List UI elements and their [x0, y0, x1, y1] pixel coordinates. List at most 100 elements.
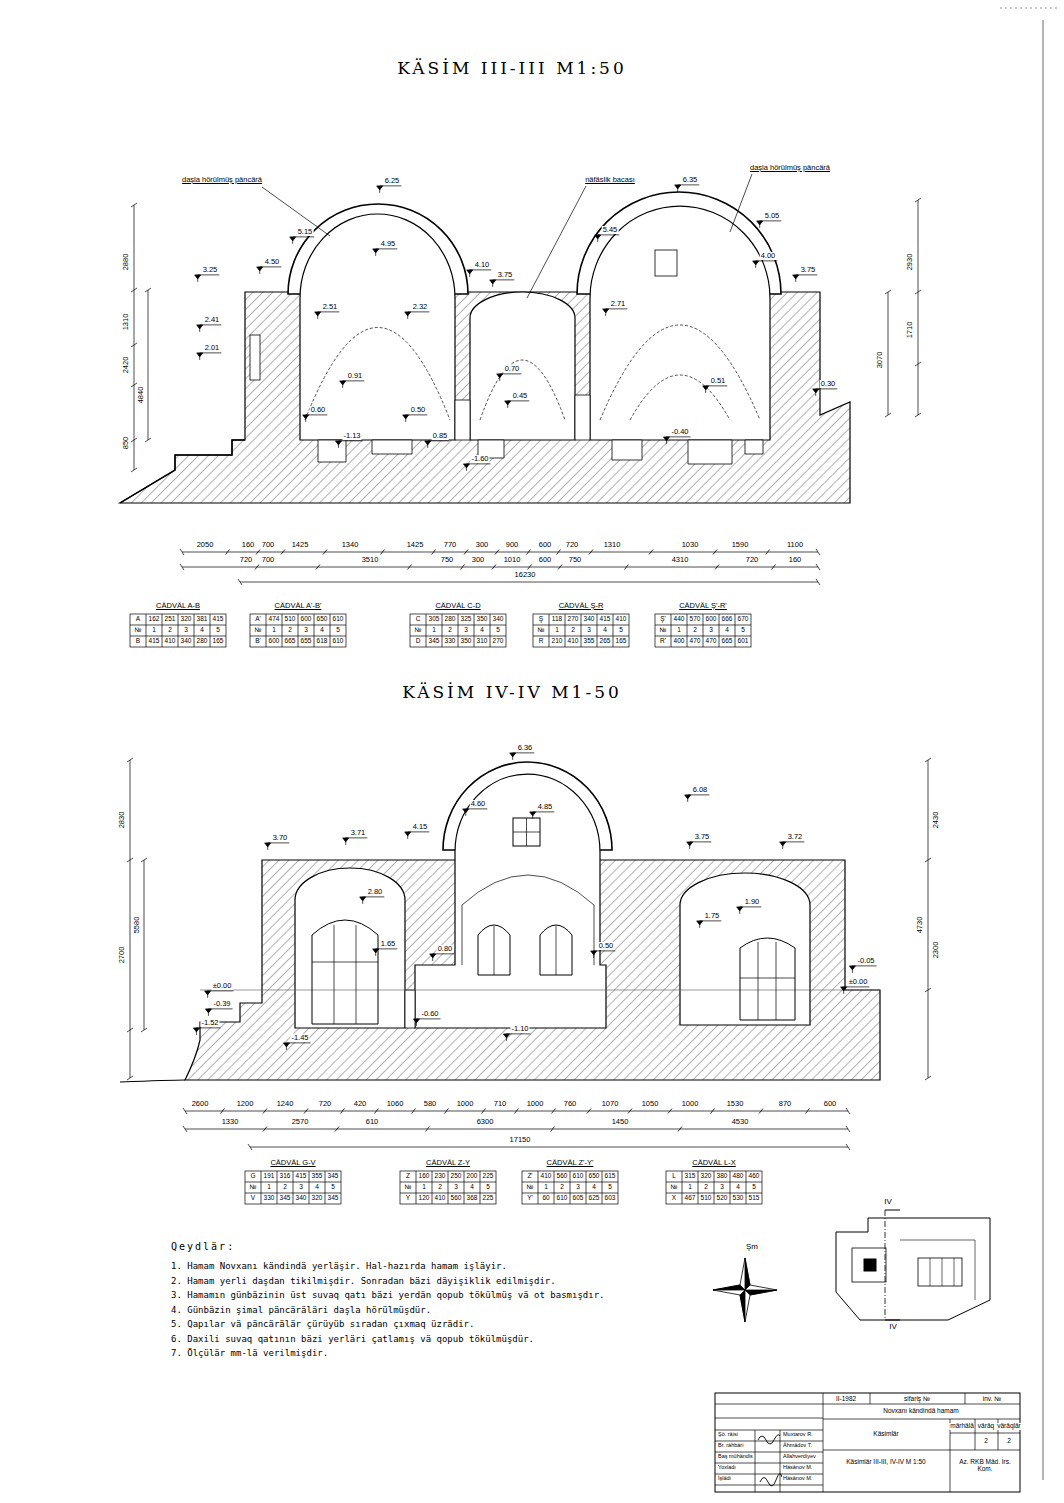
table-cell: 251 [164, 616, 177, 623]
elevation-symbol [405, 832, 411, 836]
table-cell: 118 [551, 616, 563, 623]
elevation-mark: ±0.00 [848, 978, 869, 986]
dimension-tick [304, 1109, 308, 1114]
table-cell: № [134, 627, 143, 634]
table-cell: 415 [148, 638, 161, 645]
dimension: 2300 [932, 941, 940, 960]
dimension: 720 [745, 556, 760, 564]
table-cell: 5 [330, 1184, 336, 1191]
dimension-tick [806, 1109, 810, 1114]
table-grid [130, 614, 762, 1204]
north-arrow [713, 1258, 777, 1322]
elevation-mark: 5.05 [764, 212, 781, 220]
table-cell: X [671, 1195, 677, 1202]
table-cell: D [415, 638, 422, 645]
table-grid [277, 1171, 278, 1204]
elevation-mark: 3.75 [694, 833, 711, 841]
table-cell: 1 [421, 1184, 427, 1191]
table-cell: 3 [298, 1184, 304, 1191]
elevation-symbol [373, 949, 379, 953]
note-line: 3. Hamamın günbäzinin üst suvaq qatı bäz… [170, 1291, 605, 1300]
title-block-text: väräq [977, 1423, 995, 1430]
elevation-symbol [463, 464, 469, 468]
table-cell: 3 [719, 1184, 725, 1191]
table-cell: 350 [476, 616, 489, 623]
elevation-symbol [463, 809, 469, 813]
key-plan [918, 1258, 962, 1286]
table-cell: 345 [327, 1195, 340, 1202]
dimension-tick [464, 550, 468, 555]
dimension: 1590 [731, 541, 750, 549]
table-grid [671, 614, 672, 647]
dimension-line [131, 198, 921, 472]
elevation-mark: 4.10 [474, 261, 491, 269]
table-grid [330, 614, 331, 647]
dimension: 5580 [133, 916, 141, 935]
dimension: 2050 [196, 541, 215, 549]
dimension: 2570 [291, 1118, 310, 1126]
section-iv-drawing [513, 818, 540, 846]
table-grid [474, 614, 475, 647]
section-iv-drawing [513, 818, 540, 846]
table-grid [416, 1171, 417, 1204]
dimension: 710 [493, 1100, 508, 1108]
table-grid [250, 614, 346, 647]
dimension: 4310 [671, 556, 690, 564]
dimension-tick [551, 1127, 555, 1132]
elevation-mark: 3.25 [202, 266, 219, 274]
dimension-line [182, 552, 818, 582]
table-cell: Y [405, 1195, 411, 1202]
dimension-tick [589, 550, 593, 555]
table-grid [325, 1171, 326, 1204]
elevation-symbol [753, 261, 759, 265]
table-cell: 340 [492, 616, 505, 623]
section-iv-drawing [200, 990, 880, 991]
table-cell: 610 [572, 1173, 585, 1180]
elevation-mark: 0.85 [432, 432, 449, 440]
elevation-mark: 1.65 [380, 940, 397, 948]
title-block-text: väräqlär [996, 1423, 1021, 1430]
dimension: 2930 [906, 253, 914, 272]
table-cell: 5 [495, 627, 501, 634]
elevation-symbol [813, 389, 819, 393]
table-grid [178, 614, 179, 647]
table-cell: 368 [466, 1195, 479, 1202]
table-title: CÄDVÄL Z'-Y' [546, 1159, 595, 1167]
dimension: 600 [538, 541, 553, 549]
dimension-tick [444, 1109, 448, 1114]
table-cell: 4 [314, 1184, 320, 1191]
dimension: 750 [568, 556, 583, 564]
table-cell: 280 [196, 638, 209, 645]
dimension-tick [711, 1109, 715, 1114]
note-line: 7. Ölçülär mm-lä verilmişdir. [170, 1349, 329, 1358]
table-cell: 610 [556, 1195, 569, 1202]
dimension: 4730 [916, 916, 924, 935]
title-block-role: Şö. räisi [717, 1432, 739, 1438]
table-grid [549, 614, 550, 647]
title-block [715, 1393, 1020, 1492]
elevation-mark: 3.75 [497, 271, 514, 279]
table-grid [314, 614, 315, 647]
table-grid [565, 614, 566, 647]
callout-label: daşla hörülmüş päncärä [749, 164, 831, 172]
table-cell: Z [405, 1173, 411, 1180]
elevation-mark: 5.45 [602, 226, 619, 234]
dimension: 1710 [906, 321, 914, 340]
elevation-symbol [467, 270, 473, 274]
table-cell: 160 [418, 1173, 431, 1180]
table-grid [162, 614, 163, 647]
table-cell: 191 [263, 1173, 276, 1180]
table-cell: 5 [215, 627, 221, 634]
table-grid [613, 614, 614, 647]
dimension-tick [557, 550, 561, 555]
dimension-tick [432, 550, 436, 555]
title-block-text: inv. № [982, 1396, 1002, 1403]
table-cell: 325 [460, 616, 473, 623]
elevation-symbol [737, 907, 743, 911]
table-cell: 1 [687, 1184, 693, 1191]
table-cell: 250 [450, 1173, 463, 1180]
dimension: 1310 [122, 313, 130, 332]
table-cell: 415 [295, 1173, 308, 1180]
table-cell: 340 [583, 616, 596, 623]
table-cell: 120 [418, 1195, 431, 1202]
